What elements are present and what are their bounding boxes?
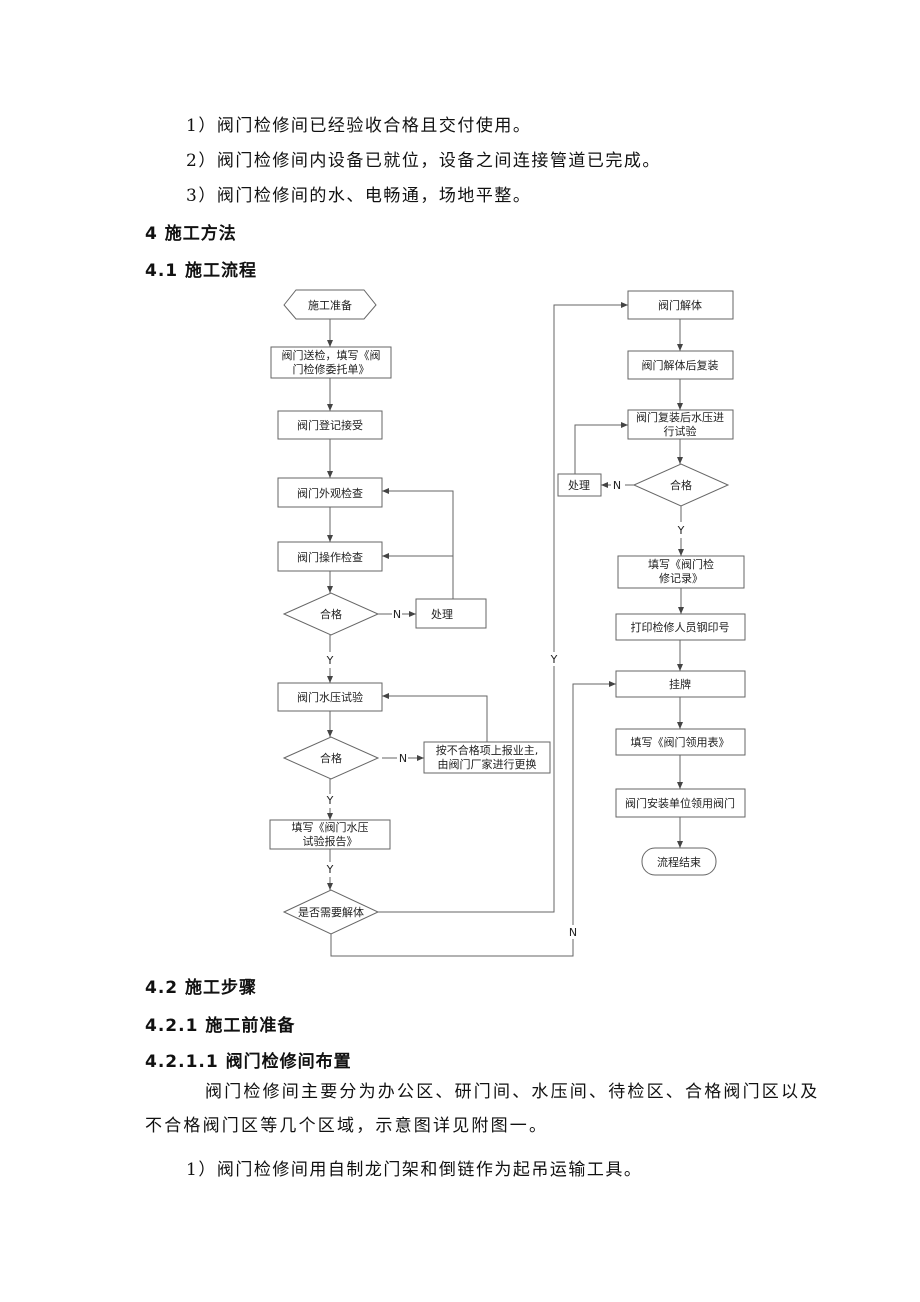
handle-box-2: [557, 473, 602, 497]
end-label: 流程结束: [657, 855, 701, 869]
hydro-test-box: [277, 682, 383, 712]
reject-label-2: 由阀门厂家进行更换: [438, 757, 537, 771]
reassemble-box: [627, 350, 734, 380]
bottom-list-item: 1）阀门检修间用自制龙门架和倒链作为起吊运输工具。: [186, 1160, 643, 1180]
yes-label-4: Y: [550, 653, 558, 666]
yes-label-5: Y: [677, 524, 685, 537]
no-label-2: N: [399, 752, 407, 765]
tag-label: 挂牌: [669, 677, 691, 691]
retest-label-1: 阀门复装后水压进: [636, 410, 724, 424]
record-label-2: 修记录》: [659, 571, 703, 585]
tag-box: [615, 670, 746, 698]
hydro-report-label-2: 试验报告》: [303, 834, 358, 848]
need-disassemble-label: 是否需要解体: [298, 905, 364, 919]
section-heading-4-2-1: 4.2.1 施工前准备: [145, 1016, 296, 1036]
use-form-label: 填写《阀门领用表》: [631, 735, 730, 749]
handle-box-1: [415, 598, 487, 629]
hydro-report-box: [269, 819, 391, 850]
stamp-label: 打印检修人员钢印号: [631, 620, 730, 634]
pass-label-2: 合格: [320, 751, 342, 765]
no-label-3: N: [613, 479, 621, 492]
section-heading-4: 4 施工方法: [145, 224, 237, 244]
body-paragraph: 阀门检修间主要分为办公区、研门间、水压间、待检区、合格阀门区以及不合格阀门区等几…: [145, 1082, 820, 1136]
stamp-box: [615, 613, 746, 641]
pass-diamond-3: [632, 463, 730, 507]
hydro-test-label: 阀门水压试验: [297, 690, 363, 704]
send-box: [270, 346, 392, 379]
section-heading-4-2: 4.2 施工步骤: [145, 978, 258, 998]
reject-box: [423, 741, 551, 774]
register-box: [277, 410, 383, 440]
section-heading-4-2-1-1: 4.2.1.1 阀门检修间布置: [145, 1052, 352, 1072]
hydro-report-label-1: 填写《阀门水压: [292, 820, 369, 834]
record-label-1: 填写《阀门检: [648, 557, 714, 571]
handle-label-2: 处理: [568, 479, 590, 492]
visual-check-label: 阀门外观检查: [297, 486, 363, 500]
disassemble-label: 阀门解体: [658, 298, 702, 312]
send-label-1: 阀门送检，填写《阀: [282, 348, 381, 362]
pass-label-3: 合格: [670, 478, 692, 492]
retest-label-2: 行试验: [664, 424, 697, 438]
no-label-4: N: [569, 926, 577, 939]
install-box: [615, 788, 746, 818]
end-node: [641, 847, 717, 876]
pass-label-1: 合格: [320, 607, 342, 621]
record-box: [617, 555, 745, 589]
use-form-box: [615, 728, 746, 756]
reassemble-label: 阀门解体后复装: [642, 358, 719, 372]
no-label-1: N: [393, 608, 401, 621]
list-item-2: 2）阀门检修间内设备已就位，设备之间连接管道已完成。: [186, 151, 661, 171]
section-heading-4-1: 4.1 施工流程: [145, 261, 258, 281]
yes-label-3: Y: [326, 863, 334, 876]
list-item-1: 1）阀门检修间已经验收合格且交付使用。: [186, 116, 532, 136]
operate-check-label: 阀门操作检查: [297, 550, 363, 564]
register-label: 阀门登记接受: [297, 418, 363, 432]
list-item-3: 3）阀门检修间的水、电畅通，场地平整。: [186, 186, 532, 206]
reject-label-1: 按不合格项上报业主,: [436, 743, 539, 757]
yes-label-1: Y: [326, 654, 334, 667]
handle-label-1: 处理: [431, 608, 453, 621]
yes-label-2: Y: [326, 794, 334, 807]
pass-diamond-2: [282, 736, 380, 780]
start-label: 施工准备: [308, 298, 352, 312]
operate-check-box: [277, 541, 383, 572]
install-label: 阀门安装单位领用阀门: [625, 796, 735, 810]
start-node: [283, 289, 377, 320]
send-label-2: 门检修委托单》: [293, 362, 370, 376]
